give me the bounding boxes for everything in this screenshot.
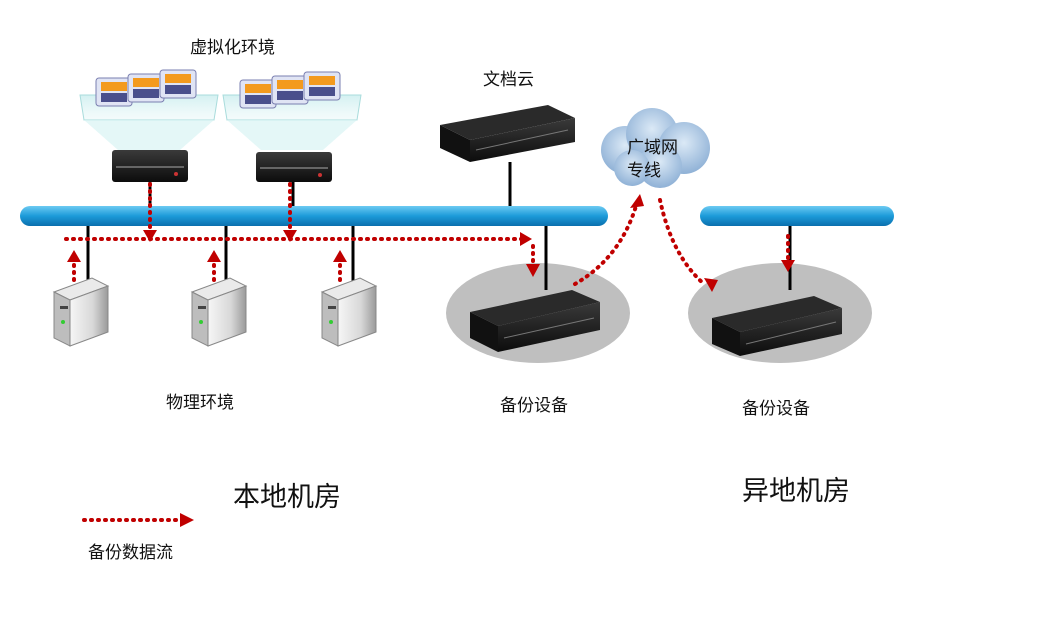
vm-stack-2 xyxy=(239,71,341,109)
flow-local-to-wan xyxy=(573,204,638,286)
wan-cloud-icon xyxy=(601,108,710,188)
backup-flow-paths xyxy=(64,182,790,522)
remote-network-bus xyxy=(700,206,894,226)
legend-label: 备份数据流 xyxy=(88,543,173,563)
physical-server-3 xyxy=(320,277,378,347)
remote-backup-device xyxy=(712,296,842,356)
local-network-bus xyxy=(20,206,608,226)
flow-wan-to-remote xyxy=(658,198,706,286)
physical-server-2 xyxy=(190,277,248,347)
connector-lines xyxy=(86,162,792,290)
backup-flow-arrowheads xyxy=(67,194,795,527)
local-backup-device xyxy=(470,290,600,352)
remote-backup-device-label: 备份设备 xyxy=(742,399,810,419)
remote-room-label: 异地机房 xyxy=(742,476,850,507)
local-room-label: 本地机房 xyxy=(233,482,341,513)
doc-cloud-server xyxy=(440,105,575,162)
doc-cloud-label: 文档云 xyxy=(483,70,534,90)
legend-arrow-head xyxy=(180,513,194,527)
virtualization-host-1 xyxy=(79,69,219,182)
virtualization-host-2 xyxy=(222,71,362,182)
physical-server-1 xyxy=(52,277,110,347)
virtual-env-label: 虚拟化环境 xyxy=(190,38,275,58)
wan-line-label-2: 专线 xyxy=(627,161,661,181)
wan-line-label-1: 广域网 xyxy=(627,138,678,158)
local-backup-device-label: 备份设备 xyxy=(500,396,568,416)
physical-env-label: 物理环境 xyxy=(166,393,234,413)
vm-stack-1 xyxy=(95,69,197,107)
